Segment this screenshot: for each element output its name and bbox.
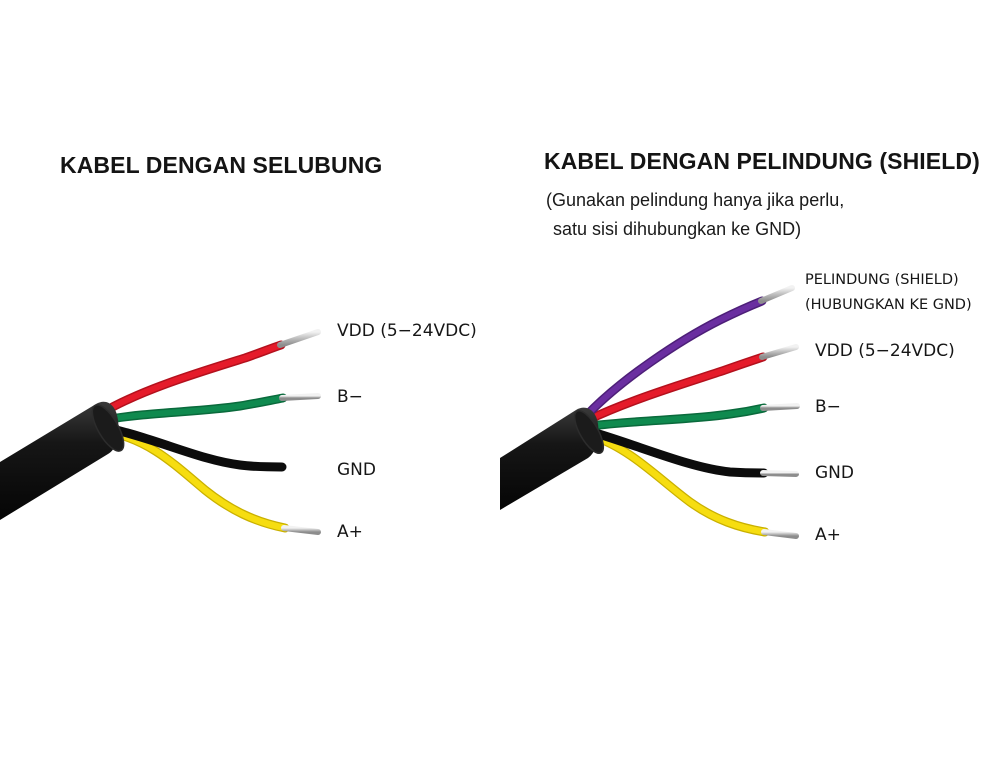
left-wire-black (103, 423, 287, 472)
left-label-gnd: GND (337, 460, 376, 480)
right-wire-yellow-core (588, 432, 769, 536)
right-panel-note-line1: (Gunakan pelindung hanya jika perlu, (546, 190, 845, 210)
left-cable (0, 329, 321, 535)
right-label-b: B− (815, 397, 841, 417)
right-tip-vdd (759, 344, 799, 360)
right-wire-green-core (587, 405, 767, 429)
left-label-b: B− (337, 387, 363, 407)
right-wire-red-core (585, 354, 766, 423)
right-tip-b (760, 403, 800, 411)
left-tip-b (279, 393, 321, 401)
left-label-vdd: VDD (5−24VDC) (337, 321, 477, 341)
right-label-shield-line2: (HUBUNGKAN KE GND) (805, 297, 972, 313)
left-cable-mouth (91, 404, 125, 452)
right-panel-note-line2: satu sisi dihubungkan ke GND) (553, 219, 802, 239)
right-cable-jacket (500, 407, 599, 510)
left-wire-green-core (101, 395, 286, 423)
right-wire-black (587, 427, 769, 478)
right-label-shield-line1: PELINDUNG (SHIELD) (805, 272, 959, 288)
left-panel-title: KABEL DENGAN SELUBUNG (60, 152, 383, 178)
right-panel-title: KABEL DENGAN PELINDUNG (SHIELD) (544, 148, 980, 174)
left-wire-yellow-core (104, 428, 289, 532)
right-tip-shield (758, 285, 795, 304)
right-wire-shield (581, 296, 767, 421)
right-tip-a (761, 529, 799, 539)
left-wire-red-core (97, 342, 284, 417)
right-label-vdd: VDD (5−24VDC) (815, 341, 955, 361)
right-cable (500, 285, 800, 539)
right-label-gnd: GND (815, 463, 854, 483)
left-cable-jacket (0, 401, 119, 520)
left-tip-a (281, 525, 321, 535)
left-tip-vdd (277, 329, 321, 348)
right-tip-gnd (760, 470, 799, 477)
right-wire-shield-core (583, 298, 765, 419)
right-cable-mouth (573, 409, 605, 455)
left-label-a: A+ (337, 522, 363, 542)
right-label-a: A+ (815, 525, 841, 545)
